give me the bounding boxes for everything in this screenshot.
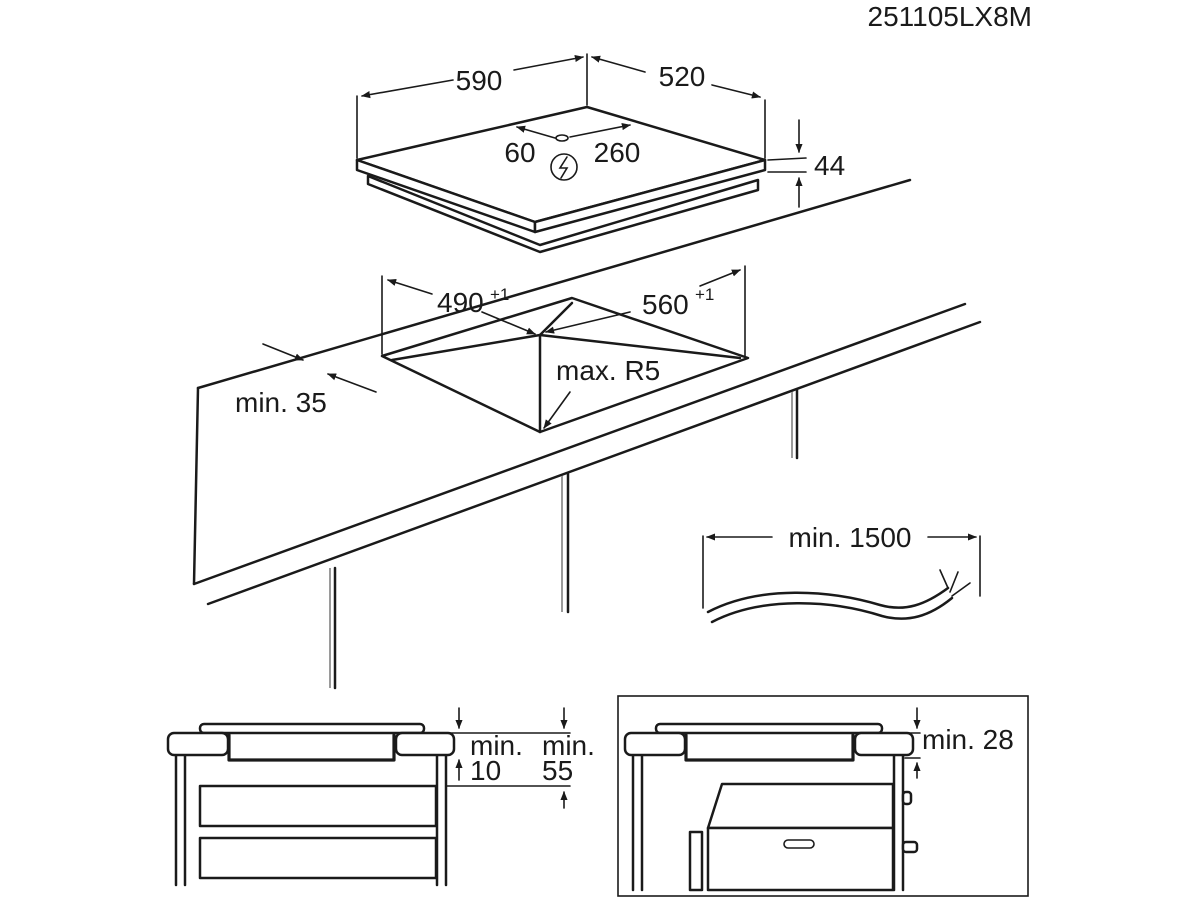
- hob-width-dimension: 590: [356, 53, 766, 159]
- power-cable-drawing: min. 1500: [702, 522, 981, 624]
- section-view-left: min. 10 min. 55: [166, 707, 595, 887]
- cutout-radius-annotation: max. R5: [543, 355, 660, 429]
- cable-left-label: 60: [504, 137, 535, 168]
- cable-length-label: min. 1500: [789, 522, 912, 553]
- cable-right-label: 260: [594, 137, 641, 168]
- model-code: 251105LX8M: [868, 1, 1033, 32]
- clearance-b-label-1: min.: [542, 730, 595, 761]
- hob-depth-label: 520: [659, 61, 706, 92]
- hob-drawing: [355, 105, 767, 254]
- clearance-a-label-1: min.: [470, 730, 523, 761]
- section-view-right: min. 28: [617, 695, 1029, 897]
- front-clearance-label: min. 35: [235, 387, 327, 418]
- cutout-depth-dimension: 560 +1: [545, 265, 746, 357]
- cutout-radius-label: max. R5: [556, 355, 660, 386]
- worktop-drawing: [192, 178, 982, 690]
- cutout-depth-tolerance: +1: [695, 285, 714, 304]
- hob-height-label: 44: [814, 150, 845, 181]
- hob-height-dimension: 44: [767, 119, 845, 208]
- hob-width-label: 590: [456, 65, 503, 96]
- clearance-b-label-2: 55: [542, 755, 573, 786]
- cutout-width-dimension: 490 +1: [381, 275, 536, 355]
- front-clearance-dimension: min. 35: [235, 343, 377, 418]
- clearance-a-label-2: 10: [470, 755, 501, 786]
- oven-clearance-label: min. 28: [922, 724, 1014, 755]
- cutout-width-label: 490: [437, 287, 484, 318]
- electric-connection-icon: [550, 153, 578, 181]
- cable-position-dimension: 60 260: [504, 123, 641, 181]
- hob-depth-dimension: 520: [591, 55, 761, 99]
- cutout-width-tolerance: +1: [490, 285, 509, 304]
- cutout-depth-label: 560: [642, 289, 689, 320]
